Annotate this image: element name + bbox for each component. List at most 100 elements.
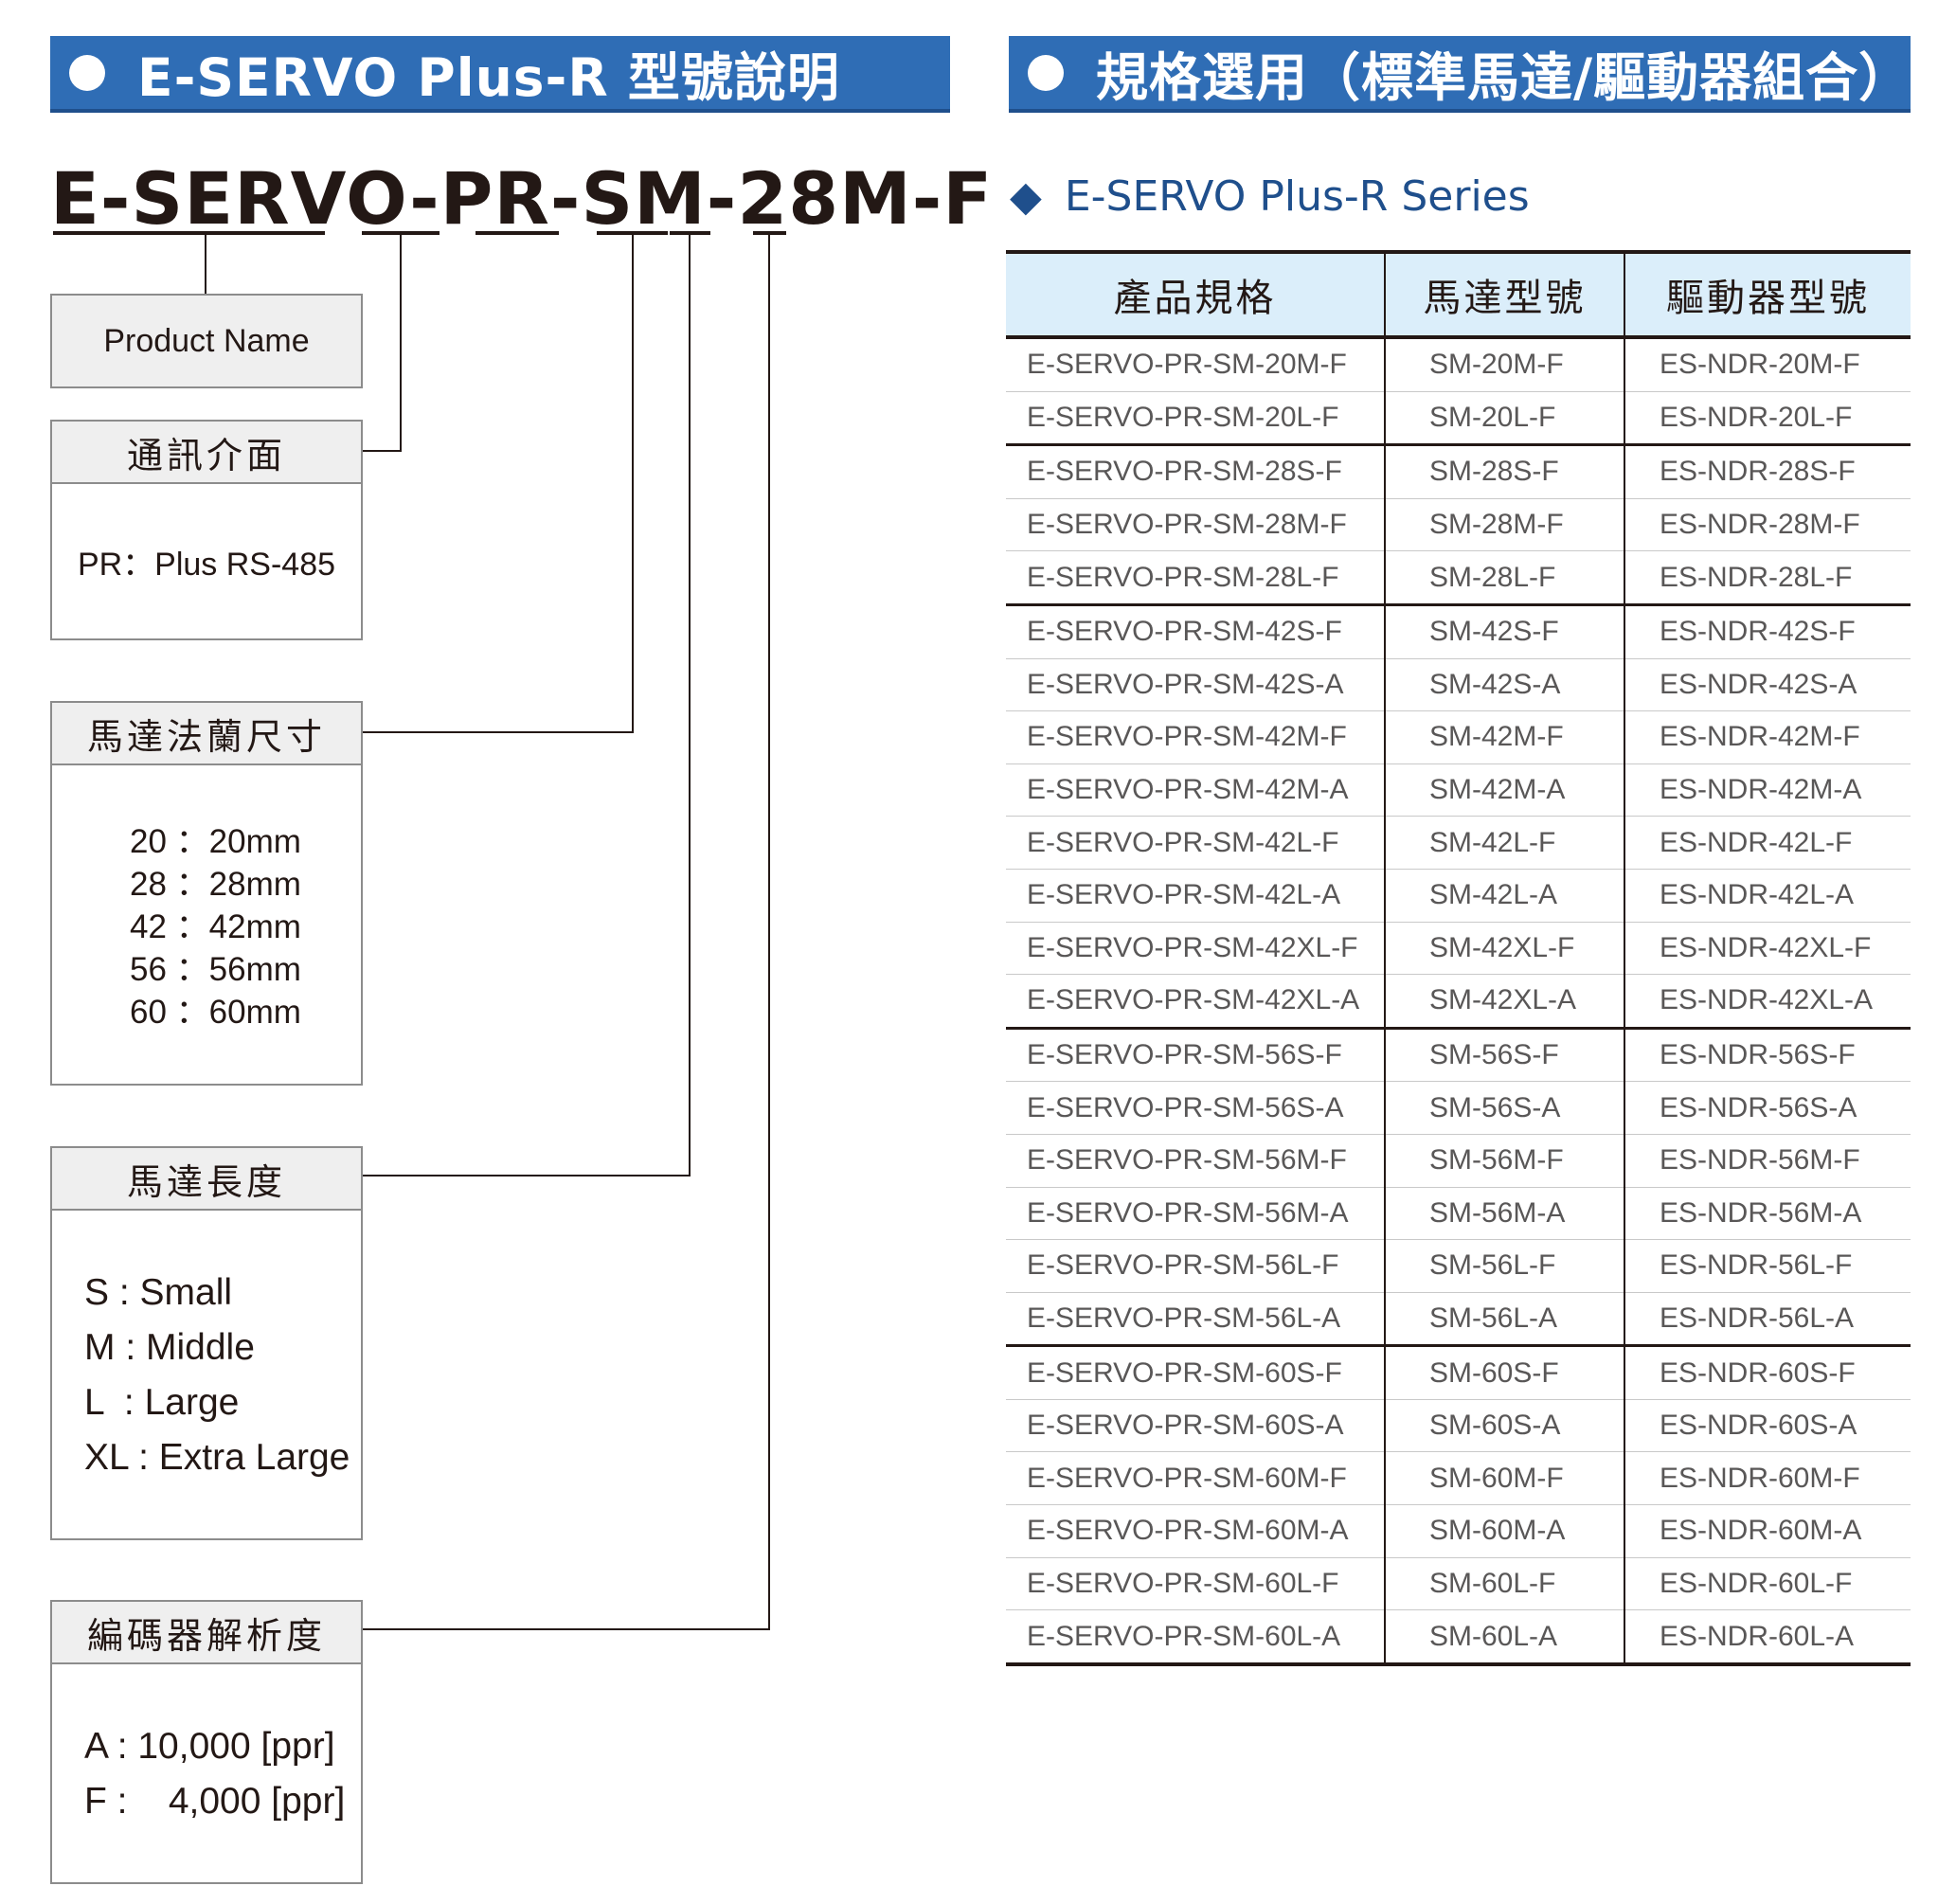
encoder-resolution-header: 編碼器解析度 <box>52 1602 361 1664</box>
cell-motor-model: SM-42S-A <box>1384 658 1624 712</box>
underline-comm <box>362 231 440 235</box>
flange-size-box: 馬達法蘭尺寸 20 ：20mm 28 ：28mm 42 ：42mm 56 ：56… <box>50 701 363 1086</box>
table-header-row: 產品規格 馬達型號 驅動器型號 <box>1006 250 1911 339</box>
cell-motor-model: SM-56M-F <box>1384 1134 1624 1188</box>
cell-product-spec: E-SERVO-PR-SM-28M-F <box>1006 498 1385 552</box>
cell-driver-model: ES-NDR-42XL-F <box>1624 922 1911 976</box>
cell-motor-model: SM-60S-F <box>1384 1345 1624 1400</box>
flange-size-list: 20 ：20mm 28 ：28mm 42 ：42mm 56 ：56mm 60 ：… <box>52 765 361 1033</box>
flange-size-item: 28 ：28mm <box>130 866 301 903</box>
cell-driver-model: ES-NDR-28M-F <box>1624 498 1911 552</box>
connector-encoder-horizontal <box>363 1628 770 1630</box>
flange-size-header: 馬達法蘭尺寸 <box>52 703 361 765</box>
cell-driver-model: ES-NDR-42M-F <box>1624 710 1911 764</box>
connector-comm-vertical <box>400 235 402 451</box>
encoder-resolution-box: 編碼器解析度 A : 10,000 [ppr] F : 4,000 [ppr] <box>50 1600 363 1884</box>
cell-product-spec: E-SERVO-PR-SM-28L-F <box>1006 550 1385 606</box>
connector-length-vertical <box>689 235 691 1177</box>
cell-product-spec: E-SERVO-PR-SM-56M-A <box>1006 1187 1385 1241</box>
right-section-banner: 規格選用（標準馬達/驅動器組合） <box>1009 36 1911 113</box>
flange-size-item: 60 ：60mm <box>130 994 301 1031</box>
cell-motor-model: SM-60L-A <box>1384 1609 1624 1666</box>
connector-comm-horizontal <box>363 450 402 452</box>
cell-driver-model: ES-NDR-28S-F <box>1624 444 1911 499</box>
connector-flange-horizontal <box>363 731 634 733</box>
cell-motor-model: SM-20M-F <box>1384 337 1624 392</box>
cell-motor-model: SM-42M-A <box>1384 763 1624 817</box>
cell-motor-model: SM-42XL-F <box>1384 922 1624 976</box>
cell-product-spec: E-SERVO-PR-SM-42S-F <box>1006 604 1385 659</box>
motor-length-box: 馬達長度 S : Small M : Middle L : Large XL :… <box>50 1146 363 1540</box>
cell-product-spec: E-SERVO-PR-SM-60S-A <box>1006 1399 1385 1453</box>
left-banner-title: E-SERVO Plus-R 型號說明 <box>137 46 840 108</box>
cell-product-spec: E-SERVO-PR-SM-56M-F <box>1006 1134 1385 1188</box>
cell-motor-model: SM-60M-A <box>1384 1504 1624 1558</box>
model-code: E-SERVO-PR-SM-28M-F <box>50 156 994 241</box>
white-circle-icon <box>1028 54 1064 91</box>
flange-size-item: 56 ：56mm <box>130 951 301 988</box>
underline-encoder <box>753 231 786 235</box>
series-title: ◆ E-SERVO Plus-R Series <box>1010 172 1530 221</box>
underline-flange <box>597 231 668 235</box>
comm-interface-box: 通訊介面 PR：Plus RS-485 <box>50 420 363 640</box>
cell-motor-model: SM-20L-F <box>1384 391 1624 447</box>
cell-motor-model: SM-56L-F <box>1384 1239 1624 1293</box>
cell-product-spec: E-SERVO-PR-SM-42XL-A <box>1006 974 1385 1030</box>
cell-motor-model: SM-42XL-A <box>1384 974 1624 1030</box>
connector-length-horizontal <box>363 1175 691 1177</box>
cell-product-spec: E-SERVO-PR-SM-20L-F <box>1006 391 1385 447</box>
cell-motor-model: SM-28L-F <box>1384 550 1624 606</box>
cell-motor-model: SM-56S-F <box>1384 1028 1624 1083</box>
comm-interface-header: 通訊介面 <box>52 422 361 484</box>
cell-driver-model: ES-NDR-42XL-A <box>1624 974 1911 1030</box>
motor-length-item: L : Large <box>84 1382 240 1423</box>
cell-product-spec: E-SERVO-PR-SM-42L-A <box>1006 869 1385 923</box>
cell-driver-model: ES-NDR-42L-F <box>1624 816 1911 870</box>
connector-product <box>205 235 206 294</box>
cell-motor-model: SM-60L-F <box>1384 1557 1624 1611</box>
cell-motor-model: SM-28S-F <box>1384 444 1624 499</box>
cell-driver-model: ES-NDR-60S-F <box>1624 1345 1911 1400</box>
cell-driver-model: ES-NDR-20M-F <box>1624 337 1911 392</box>
cell-product-spec: E-SERVO-PR-SM-56S-A <box>1006 1081 1385 1135</box>
connector-encoder-vertical <box>768 235 770 1630</box>
cell-product-spec: E-SERVO-PR-SM-56L-A <box>1006 1292 1385 1348</box>
cell-product-spec: E-SERVO-PR-SM-42M-A <box>1006 763 1385 817</box>
diamond-icon: ◆ <box>1010 172 1042 221</box>
cell-motor-model: SM-56S-A <box>1384 1081 1624 1135</box>
cell-driver-model: ES-NDR-42S-F <box>1624 604 1911 659</box>
cell-driver-model: ES-NDR-56L-A <box>1624 1292 1911 1348</box>
series-title-text: E-SERVO Plus-R Series <box>1064 172 1530 221</box>
motor-length-item: S : Small <box>84 1272 233 1313</box>
cell-product-spec: E-SERVO-PR-SM-56S-F <box>1006 1028 1385 1083</box>
cell-motor-model: SM-56M-A <box>1384 1187 1624 1241</box>
cell-motor-model: SM-60S-A <box>1384 1399 1624 1453</box>
cell-motor-model: SM-28M-F <box>1384 498 1624 552</box>
cell-motor-model: SM-42S-F <box>1384 604 1624 659</box>
cell-driver-model: ES-NDR-60M-A <box>1624 1504 1911 1558</box>
cell-driver-model: ES-NDR-60M-F <box>1624 1451 1911 1506</box>
